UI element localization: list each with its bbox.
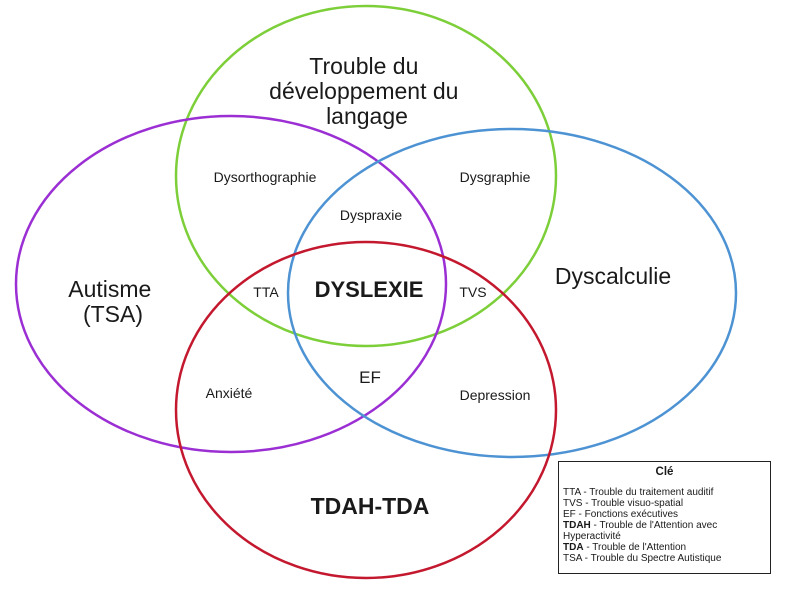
label-dyspraxie: Dyspraxie	[340, 207, 402, 223]
legend-item-tda: TDA - Trouble de l'Attention	[563, 542, 687, 553]
circle-langage	[174, 4, 558, 348]
label-depression: Depression	[460, 387, 531, 403]
label-ef: EF	[359, 368, 381, 387]
label-tvs: TVS	[459, 284, 486, 300]
legend-item-tta: TTA - Trouble du traitement auditif	[563, 487, 714, 498]
legend-item-tdah: TDAH - Trouble de l'Attention avec Hyper…	[563, 520, 718, 542]
label-dyscalculie: Dyscalculie	[555, 263, 671, 289]
label-autisme: Autisme (TSA)	[68, 276, 157, 327]
label-langage-line2: développement du	[269, 78, 458, 104]
legend-item-ef: EF - Fonctions exécutives	[563, 509, 679, 520]
circle-autisme	[14, 114, 448, 454]
circle-tdah	[174, 240, 558, 580]
label-autisme-line1: Autisme	[68, 276, 151, 302]
label-dysgraphie: Dysgraphie	[460, 169, 531, 185]
circle-dyscalculie	[286, 127, 738, 459]
label-tta: TTA	[253, 284, 279, 300]
label-tdah: TDAH-TDA	[311, 493, 430, 519]
label-autisme-line2: (TSA)	[83, 301, 143, 327]
label-langage-line3: langage	[326, 103, 408, 129]
label-dyslexie: DYSLEXIE	[315, 277, 424, 302]
label-dysorthographie: Dysorthographie	[214, 169, 317, 185]
legend-box: Clé TTA - Trouble du traitement auditif …	[558, 461, 771, 574]
label-langage-line1: Trouble du	[309, 53, 418, 79]
legend-item-tvs: TVS - Trouble visuo-spatial	[563, 498, 684, 509]
label-langage: Trouble du développement du langage	[269, 53, 465, 129]
legend-item-tsa: TSA - Trouble du Spectre Autistique	[563, 553, 722, 564]
label-anxiete: Anxiété	[206, 385, 253, 401]
legend-title: Clé	[655, 466, 674, 478]
